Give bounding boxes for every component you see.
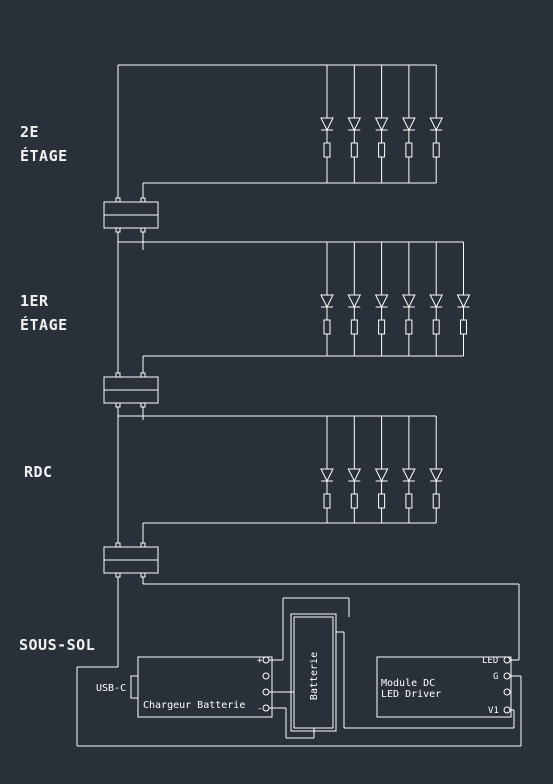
driver-label-line1: Module DC bbox=[381, 678, 435, 689]
connector-pin-rdc bbox=[115, 572, 121, 578]
connector-pin-2e bbox=[115, 197, 121, 203]
resistor-1er bbox=[350, 319, 358, 335]
driver-box bbox=[376, 656, 512, 718]
charger-minus-pin bbox=[262, 704, 270, 712]
diode-symbol-2e bbox=[320, 117, 334, 132]
charger-module bbox=[130, 656, 273, 718]
connector-pin-2e bbox=[140, 227, 146, 233]
driver-g-pin bbox=[503, 672, 511, 680]
diode-symbol-2e bbox=[347, 117, 362, 132]
led-driver-module bbox=[376, 656, 512, 718]
usb-c-port bbox=[130, 675, 139, 699]
floor-label-1er-line1: 1ER bbox=[20, 292, 49, 310]
resistor-1er bbox=[405, 319, 413, 335]
charger-pin-3 bbox=[262, 688, 270, 696]
driver-v1-pin bbox=[503, 706, 511, 714]
diode-symbol-1er bbox=[402, 294, 416, 309]
resistor-rdc bbox=[350, 493, 358, 509]
diode-symbol-rdc bbox=[347, 468, 362, 483]
connector-pin-1er bbox=[115, 372, 121, 378]
floor-label-1er-line2: ÉTAGE bbox=[20, 316, 68, 334]
resistor-rdc bbox=[432, 493, 440, 509]
battery-box bbox=[293, 616, 334, 729]
floor-label-rdc-line1: RDC bbox=[24, 463, 53, 481]
resistor-1er bbox=[460, 319, 467, 335]
charger-minus-label: - bbox=[257, 704, 262, 714]
connector-2e bbox=[103, 197, 159, 233]
diode-symbol-2e bbox=[429, 117, 444, 132]
diode-symbol-rdc bbox=[429, 468, 444, 483]
connector-rdc bbox=[103, 542, 159, 578]
diode-symbol-1er bbox=[456, 294, 471, 309]
floor-label-2e-line2: ÉTAGE bbox=[20, 147, 68, 165]
battery-label: Batterie bbox=[309, 652, 320, 700]
connector-1er bbox=[103, 372, 159, 408]
wires bbox=[76, 64, 522, 747]
floor-label-2e: 2E ÉTAGE bbox=[20, 120, 68, 168]
diode-symbol-1er bbox=[347, 294, 362, 309]
driver-label-line2: LED Driver bbox=[381, 689, 441, 700]
driver-g-label: G bbox=[493, 672, 498, 682]
charger-pin-2 bbox=[262, 672, 270, 680]
diode-symbol-rdc bbox=[402, 468, 416, 483]
charger-label: Chargeur Batterie bbox=[143, 700, 245, 711]
resistor-rdc bbox=[378, 493, 386, 509]
resistor-2e bbox=[350, 142, 358, 158]
resistor-2e bbox=[323, 142, 331, 158]
connector-pin-1er bbox=[115, 402, 121, 408]
resistor-2e bbox=[432, 142, 440, 158]
resistor-1er bbox=[323, 319, 331, 335]
usb-c-label: USB-C bbox=[96, 683, 126, 694]
diode-symbol-2e bbox=[374, 117, 389, 132]
resistor-2e bbox=[405, 142, 413, 158]
battery-outline bbox=[290, 613, 337, 732]
resistor-rdc bbox=[405, 493, 413, 509]
diode-symbol-1er bbox=[374, 294, 389, 309]
connector-pin-rdc bbox=[140, 572, 146, 578]
driver-v1-label: V1 bbox=[488, 706, 499, 716]
diode-symbol-1er bbox=[320, 294, 334, 309]
connector-pin-2e bbox=[115, 227, 121, 233]
resistor-1er bbox=[432, 319, 440, 335]
driver-led-pin bbox=[503, 656, 511, 664]
driver-pin-3 bbox=[503, 688, 511, 696]
floor-label-sous-sol: SOUS-SOL bbox=[19, 633, 95, 657]
diode-symbol-rdc bbox=[374, 468, 389, 483]
diode-symbol-rdc bbox=[320, 468, 334, 483]
charger-plus-label: + bbox=[257, 656, 263, 666]
connector-pin-2e bbox=[140, 197, 146, 203]
floor-label-2e-line1: 2E bbox=[20, 123, 40, 141]
battery bbox=[290, 613, 337, 732]
led-strips bbox=[320, 65, 471, 523]
resistor-1er bbox=[378, 319, 386, 335]
driver-led-label: LED bbox=[482, 656, 498, 666]
floor-label-rdc: RDC bbox=[24, 460, 53, 484]
floor-label-1er: 1ER ÉTAGE bbox=[20, 289, 68, 337]
resistor-rdc bbox=[323, 493, 331, 509]
charger-plus-pin bbox=[262, 656, 270, 664]
floor-label-sous-sol-line1: SOUS-SOL bbox=[19, 636, 96, 654]
connector-pin-rdc bbox=[140, 542, 146, 548]
floor-connectors bbox=[103, 197, 159, 578]
diode-symbol-1er bbox=[429, 294, 444, 309]
connector-pin-1er bbox=[140, 372, 146, 378]
connector-pin-1er bbox=[140, 402, 146, 408]
diode-symbol-2e bbox=[402, 117, 416, 132]
connector-pin-rdc bbox=[115, 542, 121, 548]
resistor-2e bbox=[378, 142, 386, 158]
